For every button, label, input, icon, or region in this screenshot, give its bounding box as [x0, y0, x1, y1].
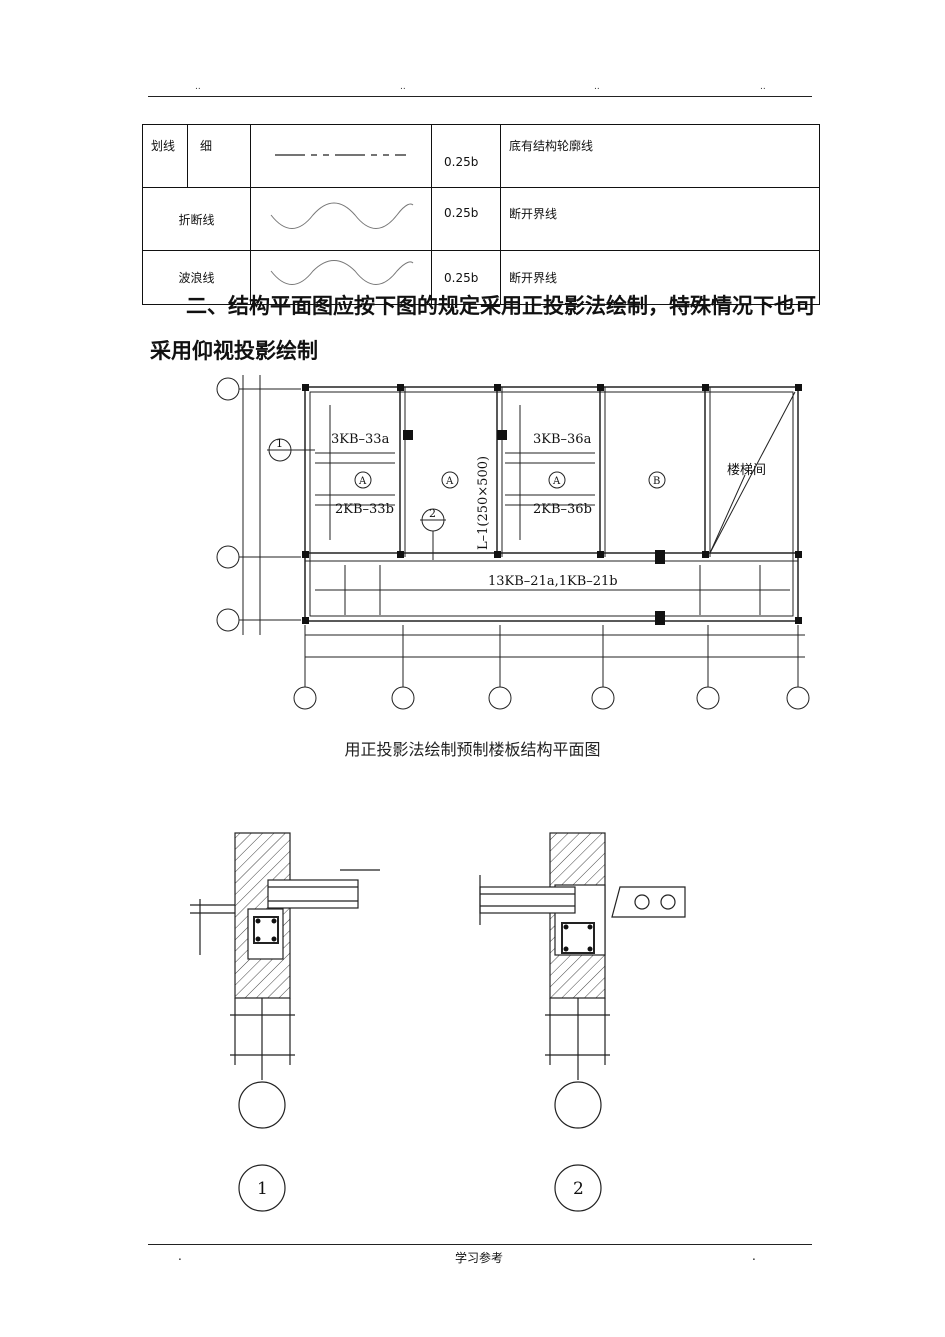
line-width-cell: 细 [187, 124, 251, 188]
break-line-sample [270, 202, 414, 229]
slab-label: 2KB–33b [335, 502, 394, 517]
line-name-cell: 折断线 [142, 187, 251, 251]
section-label: 2 [429, 507, 436, 520]
header-rule [148, 96, 812, 97]
section-details-drawing: 1 2 [190, 832, 686, 1212]
figure-caption: 用正投影法绘制预制楼板结构平面图 [344, 740, 601, 759]
usage-cell: 断开界线 [500, 250, 820, 305]
thickness-cell: 0.25b [431, 250, 501, 305]
room-label: B [653, 476, 660, 487]
table-row: 折断线 0.25b 断开界线 [142, 187, 820, 251]
line-sample-cell [250, 124, 432, 188]
footer-dot: . [178, 1249, 182, 1263]
slab-label: 3KB–33a [331, 432, 390, 447]
line-name-cell: 划线 [142, 124, 188, 188]
detail-number: 2 [573, 1179, 584, 1199]
thickness-cell: 0.25b [431, 187, 501, 251]
header-mark: .. [195, 82, 201, 92]
line-name-cell: 波浪线 [142, 250, 251, 305]
header-mark: .. [760, 82, 766, 92]
header-mark: .. [400, 82, 406, 92]
section-label: 1 [276, 437, 283, 450]
thickness-cell: 0.25b [431, 124, 501, 188]
footer-text: 学习参考 [455, 1251, 504, 1265]
slab-label: 2KB–36b [533, 502, 592, 517]
slab-label: 13KB–21a,1KB–21b [488, 574, 618, 589]
slab-label: 3KB–36a [533, 432, 592, 447]
usage-cell: 断开界线 [500, 187, 820, 251]
line-type-table: 划线 细 0.25b 底有结构轮廓线 折断线 0.25b 断开界线 波浪线 0.… [142, 124, 820, 305]
floor-plan-drawing: 3KB–33a 2KB–33b 3KB–36a 2KB–36b 13KB–21a… [216, 375, 810, 710]
room-label: A [445, 476, 454, 487]
header-mark: .. [594, 82, 600, 92]
dash-dot-line-sample [275, 153, 406, 156]
room-label: A [552, 476, 561, 487]
wave-line-sample [270, 260, 414, 285]
usage-cell: 底有结构轮廓线 [500, 124, 820, 188]
table-row: 波浪线 0.25b 断开界线 [142, 250, 820, 305]
stair-label: 楼梯间 [727, 463, 766, 478]
detail-number: 1 [257, 1179, 268, 1199]
footer-dot: . [752, 1249, 756, 1263]
line-sample-cell [250, 187, 432, 251]
line-sample-cell [250, 250, 432, 305]
table-row: 划线 细 0.25b 底有结构轮廓线 [142, 124, 820, 188]
room-label: A [358, 476, 367, 487]
footer-rule [148, 1244, 812, 1245]
section-paragraph: 二、结构平面图应按下图的规定采用正投影法绘制，特殊情况下也可采用仰视投影绘制 [150, 293, 816, 363]
beam-label: L–1(250×500) [476, 456, 491, 550]
